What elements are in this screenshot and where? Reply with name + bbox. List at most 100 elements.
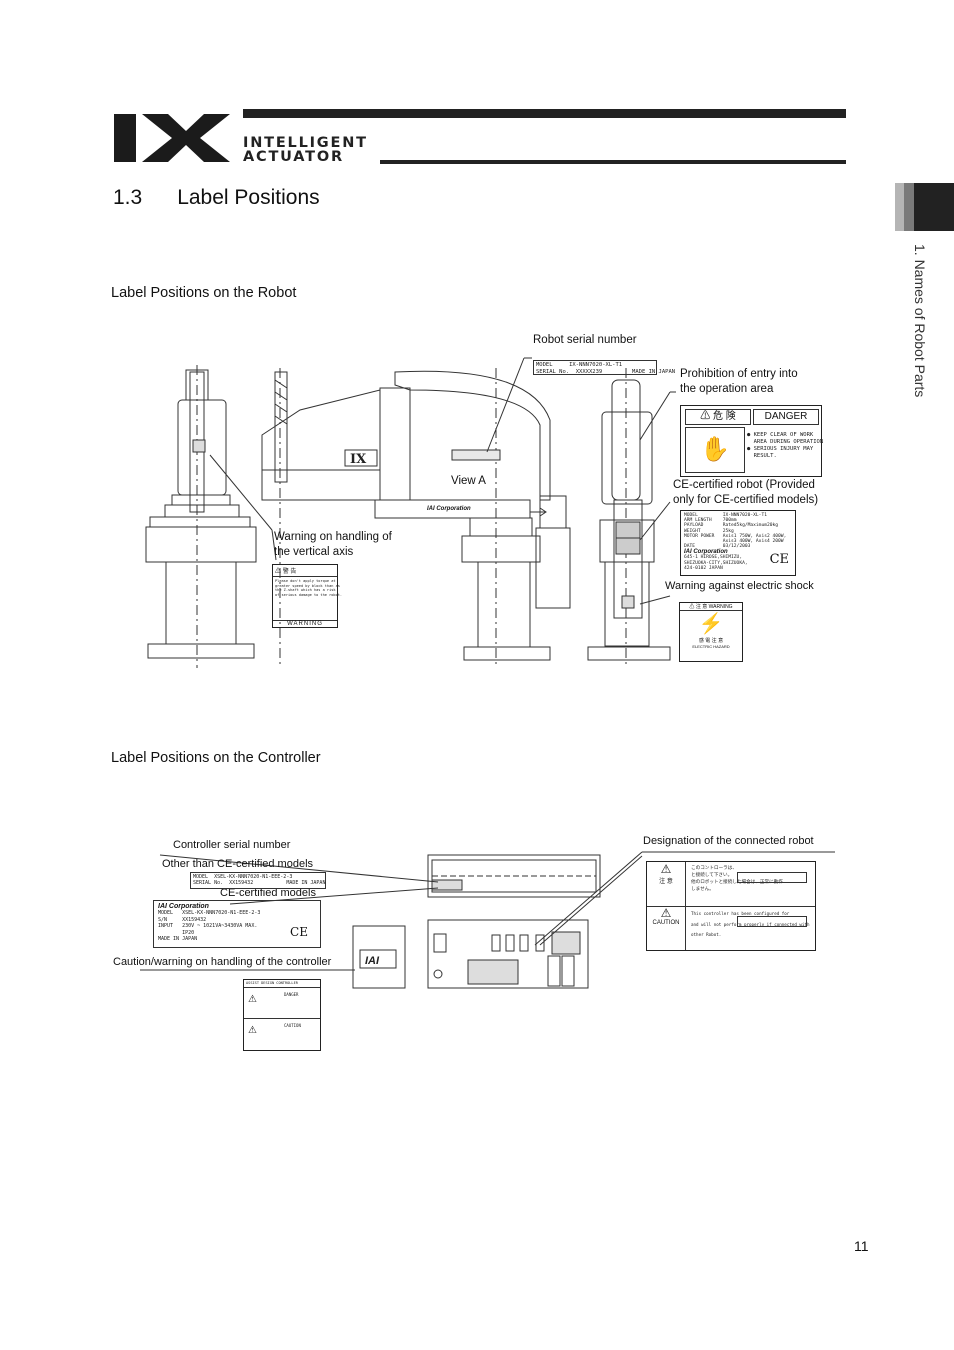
- controller-section-heading: Label Positions on the Controller: [111, 750, 321, 766]
- robot-serial-number: SERIAL No. XXXXX239 MADE IN JAPAN: [536, 369, 676, 375]
- designation-label: ⚠ 注 意 ⚠ CAUTION このコントローラは、 と接続して下さい。 他のロ…: [646, 861, 816, 951]
- designation-r1b: と接続して下さい。: [691, 873, 733, 878]
- controller-ce-l5: MADE IN JAPAN: [158, 936, 198, 942]
- shock-en-title: WARNING: [708, 604, 733, 610]
- controller-serial-number: SERIAL No. XX159432 MADE IN JAPAN: [193, 880, 326, 886]
- designation-r2a: This controller has been configured for: [691, 911, 790, 916]
- callout-caution-controller: Caution/warning on handling of the contr…: [113, 956, 332, 968]
- shock-warning-icon: ⚠: [689, 604, 695, 610]
- page-number: 11: [854, 1238, 869, 1254]
- robot-ce-l5: MOTOR POWER Axis1 750W, Axis2 400W,: [684, 533, 787, 539]
- danger-label: ⚠ 危 険 DANGER ✋ ● KEEP CLEAR OF WORK AREA…: [680, 405, 824, 477]
- vertical-warning-l2: greater speed by block than as: [275, 583, 340, 588]
- caution-label-caution: CAUTION: [284, 1023, 301, 1028]
- callout-robot-serial: Robot serial number: [533, 334, 637, 346]
- designation-r1a: このコントローラは、: [691, 866, 737, 871]
- controller-ce-mark: CE: [290, 925, 308, 939]
- caution-label-title: ASSIST DESIGN CONTROLLER: [244, 980, 320, 988]
- vertical-warning-jp: 警 告: [282, 569, 297, 575]
- caution-label-danger-icon: ⚠: [248, 994, 257, 1005]
- callout-prohibition-line2: the operation area: [680, 383, 774, 395]
- callout-electric-shock: Warning against electric shock: [665, 580, 814, 592]
- callout-vertical-line2: the vertical axis: [274, 546, 354, 558]
- vertical-warning-en: WARNING: [273, 620, 337, 627]
- danger-jp-title: 危 険: [713, 411, 736, 422]
- controller-caution-label: ASSIST DESIGN CONTROLLER ⚠ DANGER ⚠ CAUT…: [243, 979, 321, 1051]
- robot-ce-mark: CE: [769, 552, 789, 567]
- chapter-tab-stripe-light: [895, 183, 904, 231]
- chapter-tab-stripe-mid: [904, 183, 914, 231]
- callout-vertical-axis: Warning on handling of the vertical axis: [274, 530, 392, 560]
- callout-vertical-line1: Warning on handling of: [274, 531, 392, 543]
- callout-designation: Designation of the connected robot: [643, 835, 814, 847]
- vertical-warning-l1: Please don't apply torque at: [275, 579, 336, 583]
- danger-line-4: RESULT.: [747, 453, 777, 459]
- lightning-icon: ⚡: [698, 613, 724, 635]
- robot-ce-addr3: 424-0102 JAPAN: [684, 565, 723, 571]
- shock-en-bottom: ELECTRIC HAZARD: [692, 644, 730, 649]
- designation-r1c: 他のロボットと接続した場合は、正常に動作: [691, 880, 783, 885]
- vertical-warning-l4: of serious damage to the robot.: [275, 592, 343, 597]
- robot-ce-l2: ARM LENGTH 700mm: [684, 518, 737, 524]
- callout-ce-line2: only for CE-certified models): [673, 494, 819, 506]
- vertical-warning-icon: ⚠: [275, 569, 282, 575]
- danger-en-title: DANGER: [764, 411, 808, 422]
- vertical-warning-l3: the Z-shaft which has a risk: [275, 588, 336, 592]
- controller-ce-company: IAI Corporation: [158, 903, 209, 910]
- vertical-axis-warning-label: ⚠ 警 告 Please don't apply torque at great…: [272, 564, 343, 628]
- svg-text:IX: IX: [350, 452, 367, 467]
- robot-arm-brand: IAI Corporation: [427, 506, 471, 512]
- robot-ce-l1: MODEL IX-NNN7020-XL-T1: [684, 513, 767, 518]
- designation-en-caution: CAUTION: [652, 920, 680, 926]
- robot-ce-l3: PAYLOAD Rated5kg/Maximum20kg: [684, 523, 779, 529]
- robot-ce-l6: Axis3 400W, Axis4 200W: [684, 539, 784, 545]
- callout-ce-models: CE-certified models: [220, 887, 316, 899]
- callout-prohibition-line1: Prohibition of entry into: [680, 368, 798, 380]
- caution-label-danger: DANGER: [284, 992, 299, 997]
- callout-prohibition: Prohibition of entry into the operation …: [680, 367, 798, 397]
- callout-other-models: Other than CE-certified models: [162, 858, 314, 870]
- callout-view-a: View A: [451, 475, 486, 487]
- callout-controller-serial: Controller serial number: [173, 839, 291, 851]
- danger-line-1: ● KEEP CLEAR OF WORK: [747, 432, 814, 438]
- chapter-side-label: 1. Names of Robot Parts: [912, 244, 928, 398]
- electric-shock-label: ⚠ 注 意 WARNING ⚡ 感 電 注 意 ELECTRIC HAZARD: [679, 602, 743, 662]
- controller-serial-label: MODEL XSEL-KX-NNN7020-N1-EEE-2-3 SERIAL …: [190, 872, 326, 889]
- controller-ce-l3: INPUT 230V ~ 1021VA~3430VA MAX.: [158, 923, 258, 929]
- callout-ce-line1: CE-certified robot (Provided: [673, 479, 815, 491]
- designation-jp-caution: 注 意: [659, 879, 673, 885]
- brand-name: INTELLIGENT ACTUATOR: [243, 135, 368, 165]
- controller-ce-label: IAI Corporation MODEL XSEL-KX-NNN7020-N1…: [153, 900, 321, 948]
- controller-serial-model: MODEL XSEL-KX-NNN7020-N1-EEE-2-3: [193, 874, 293, 880]
- robot-serial-model: MODEL IX-NNN7020-XL-T1: [536, 362, 623, 368]
- controller-ce-l4: IP20: [158, 929, 195, 936]
- controller-ce-l1: MODEL XSEL-KX-NNN7020-N1-EEE-2-3: [158, 910, 261, 916]
- controller-ce-l2: S/N XX159432: [158, 916, 207, 923]
- designation-r1d: しません。: [691, 887, 714, 892]
- designation-r2c: other Robot.: [691, 932, 722, 937]
- robot-ce-label: MODEL IX-NNN7020-XL-T1 ARM LENGTH 700mm …: [680, 510, 796, 576]
- shock-jp-title: 注 意: [695, 604, 708, 610]
- robot-ce-addr1: 645-1 HIROSE,SHIMIZU,: [684, 555, 743, 561]
- robot-ce-l7: DATE 03/12/2003: [684, 544, 751, 550]
- header-rule-thin: [380, 160, 846, 164]
- ix-logo: [114, 114, 230, 162]
- header-rule-thick: [243, 109, 846, 118]
- danger-line-2: AREA DURING OPERATION: [747, 439, 824, 445]
- robot-ce-company: IAI Corporation: [684, 549, 728, 556]
- robot-hazard-pictogram-icon: ✋: [685, 427, 745, 473]
- shock-jp-bottom: 感 電 注 意: [698, 638, 724, 644]
- page-title: 1.3 Label Positions: [113, 186, 320, 209]
- brand-line-2: ACTUATOR: [243, 149, 344, 165]
- callout-ce-robot: CE-certified robot (Provided only for CE…: [673, 478, 818, 508]
- controller-side-logo: IAI: [365, 955, 380, 967]
- brand-line-1: INTELLIGENT: [243, 135, 368, 151]
- designation-r2b: and will not perform properly if connect…: [691, 922, 810, 927]
- designation-caution-icon-2: ⚠: [660, 906, 672, 920]
- caution-label-caution-icon: ⚠: [248, 1025, 257, 1036]
- danger-line-3: ● SERIOUS INJURY MAY: [747, 446, 814, 452]
- robot-serial-label: MODEL IX-NNN7020-XL-T1 SERIAL No. XXXXX2…: [533, 360, 676, 375]
- robot-ce-l4: WEIGHT 25kg: [684, 528, 734, 534]
- danger-warning-icon: ⚠: [700, 411, 711, 422]
- robot-ce-addr2: SHIZUOKA-CITY,SHIZUOKA,: [684, 560, 748, 566]
